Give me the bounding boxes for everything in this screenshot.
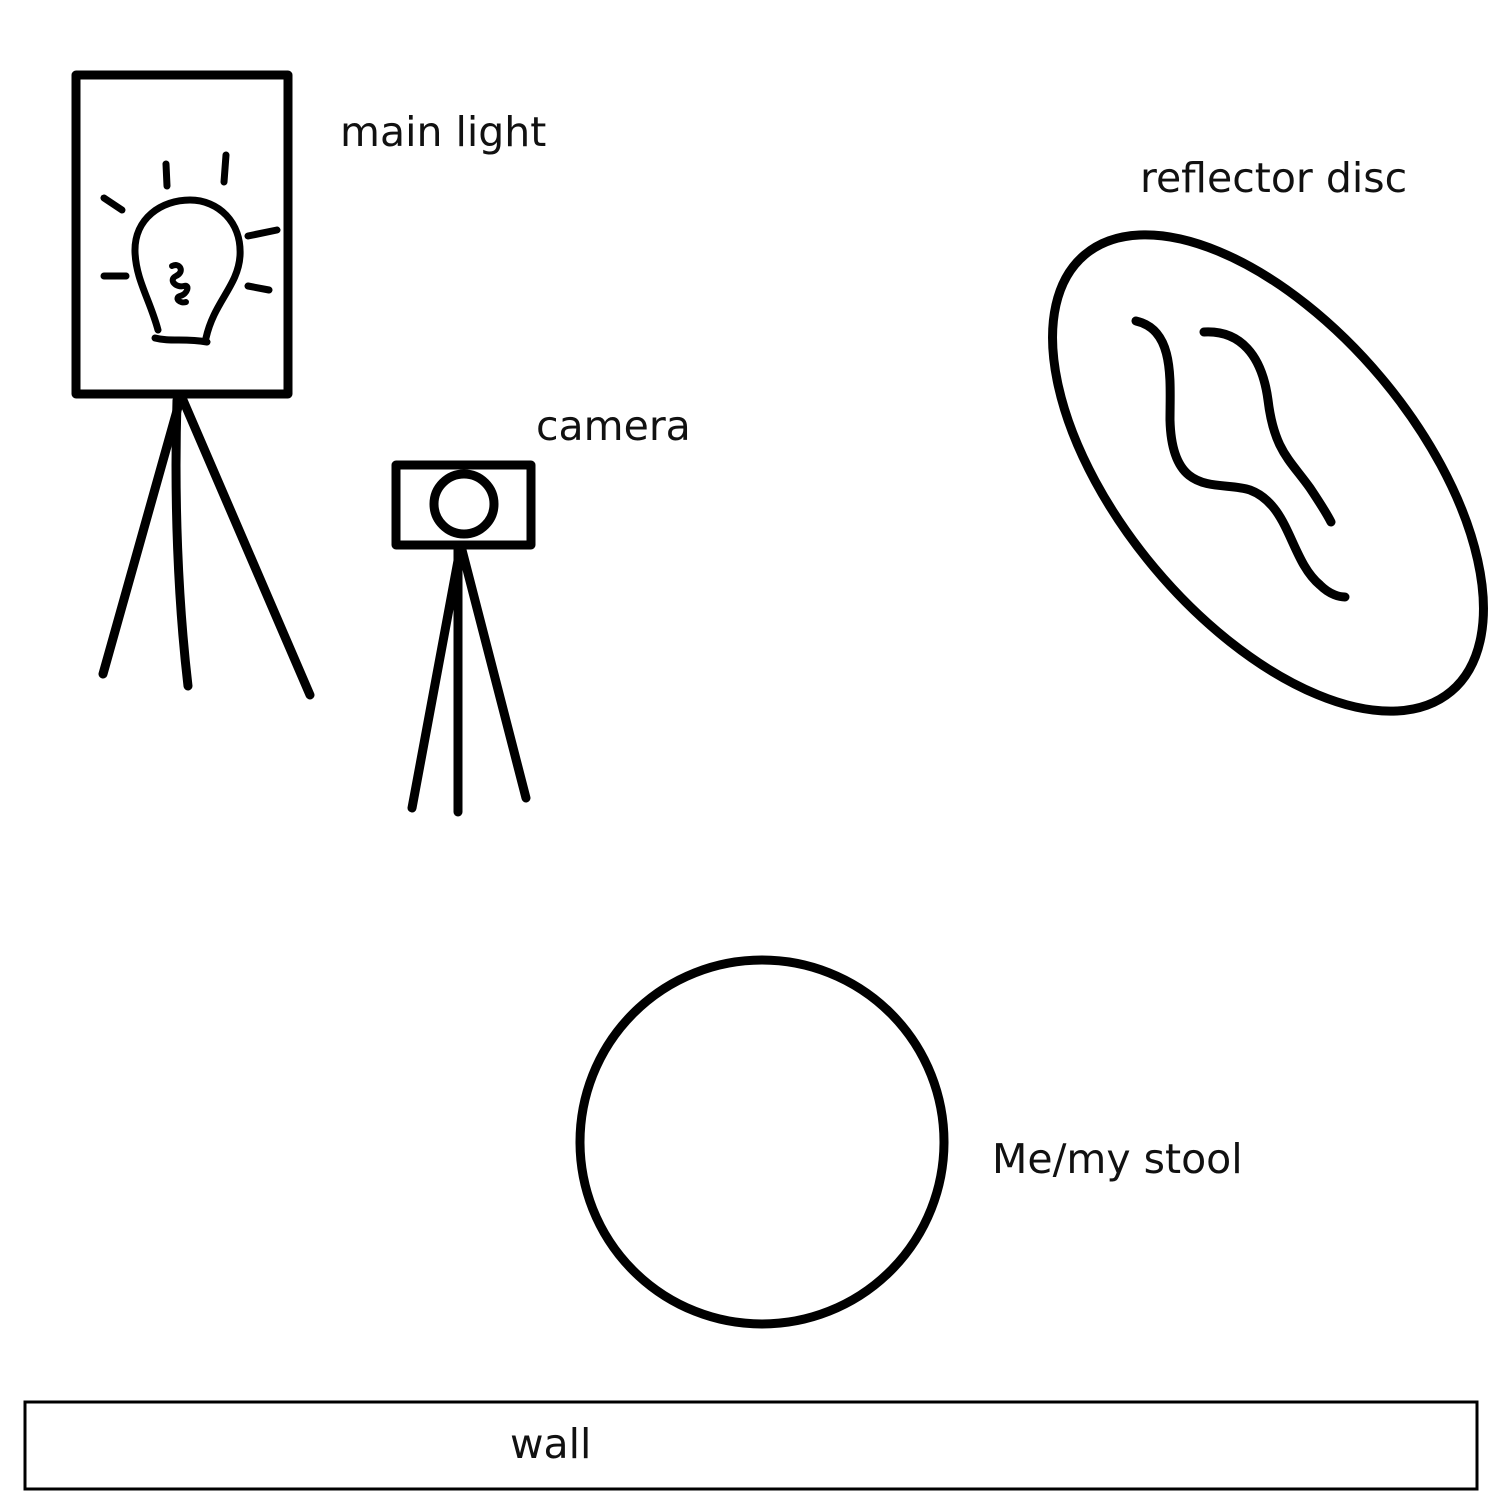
tripod-leg	[171, 395, 193, 691]
light-ray	[244, 226, 281, 240]
stool-circle	[575, 955, 949, 1329]
reflector-outline	[1048, 230, 1488, 716]
reflector-squiggle	[1131, 316, 1350, 602]
light-ray	[220, 151, 230, 186]
main-light-label: main light	[340, 108, 547, 156]
light-ray	[244, 282, 273, 294]
camera-icon	[391, 460, 536, 817]
camera-body	[391, 460, 536, 550]
wall-rect	[23, 1400, 1479, 1491]
tripod-leg	[457, 545, 531, 803]
bulb-filament	[169, 262, 191, 306]
camera-lens	[429, 469, 499, 539]
tripod-leg	[98, 395, 185, 679]
reflector-disc-icon	[1048, 230, 1488, 716]
light-ray	[100, 194, 126, 214]
light-ray	[162, 160, 171, 190]
reflector-disc-label: reflector disc	[1140, 154, 1408, 202]
main-light-icon	[71, 70, 315, 700]
wall-label: wall	[510, 1420, 592, 1468]
tripod-leg	[178, 395, 315, 700]
reflector-squiggle	[1199, 327, 1336, 527]
bulb-base	[151, 334, 211, 346]
softbox-frame	[71, 70, 293, 399]
camera-label: camera	[536, 402, 691, 450]
bulb-outline	[131, 196, 244, 342]
stool-label: Me/my stool	[992, 1135, 1243, 1183]
tripod-leg	[407, 545, 465, 813]
